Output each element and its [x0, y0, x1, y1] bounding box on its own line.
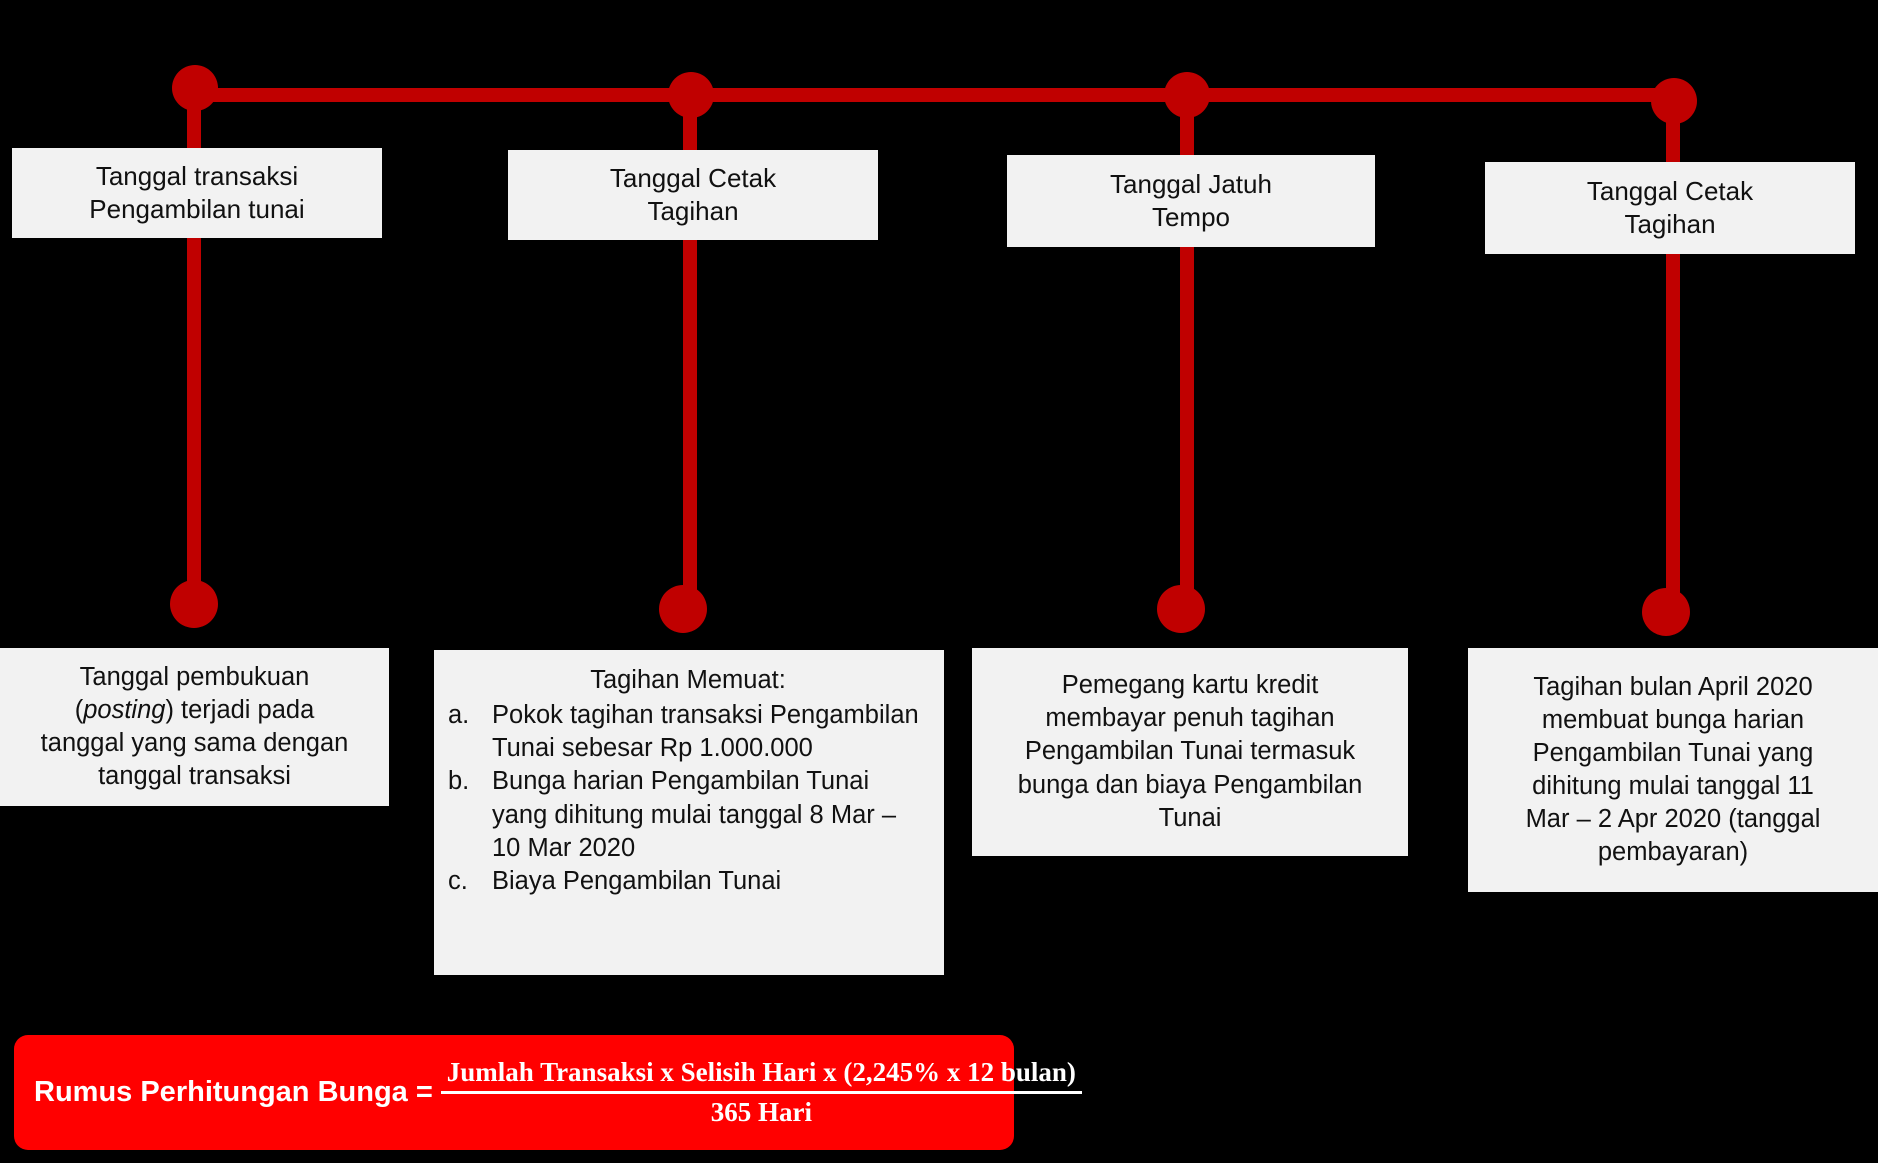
bottom-card-1-line-2: (posting) terjadi pada: [74, 695, 315, 724]
list-marker-a: a.: [448, 701, 470, 730]
bottom-card-2-title: Tagihan Memuat:: [590, 666, 786, 694]
bottom-card-1-line-4: tanggal transaksi: [98, 762, 291, 791]
bottom-card-4-line-4: dihitung mulai tanggal 11: [1532, 772, 1814, 800]
bottom-card-4-line-1: Tagihan bulan April 2020: [1533, 672, 1813, 701]
timeline-node-1[interactable]: [172, 65, 218, 111]
stem-node-4-down: [1666, 162, 1680, 612]
formula-fraction: Jumlah Transaksi x Selisih Hari x (2,245…: [440, 1057, 1082, 1128]
stem-node-2-down: [683, 205, 697, 610]
list-marker-b: b.: [448, 767, 470, 796]
bottom-card-2[interactable]: Tagihan Memuat: a. Pokok tagihan transak…: [434, 650, 944, 975]
stem-node-1-down: [187, 205, 201, 605]
timeline-node-3-bottom[interactable]: [1157, 585, 1205, 633]
timeline-node-2-bottom[interactable]: [659, 585, 707, 633]
top-card-2-line-2: Tagihan: [647, 196, 739, 226]
timeline-node-2[interactable]: [668, 72, 714, 118]
timeline-node-4[interactable]: [1651, 78, 1697, 124]
timeline-horizontal-rail: [194, 88, 1674, 102]
list-text-b: Bunga harian Pengambilan Tunai yang dihi…: [492, 767, 897, 862]
posting-italic: posting: [83, 695, 166, 724]
list-item: a. Pokok tagihan transaksi Pengambilan T…: [448, 699, 928, 765]
formula-numerator: Jumlah Transaksi x Selisih Hari x (2,245…: [446, 1057, 1076, 1087]
formula-denominator: 365 Hari: [710, 1097, 812, 1127]
top-card-3-line-2: Tempo: [1151, 202, 1231, 232]
bottom-card-1-line-1: Tanggal pembukuan: [79, 662, 310, 691]
interest-formula-bar: Rumus Perhitungan Bunga = Jumlah Transak…: [14, 1035, 1082, 1150]
top-card-1-line-1: Tanggal transaksi: [95, 160, 299, 191]
bottom-card-3[interactable]: Pemegang kartu kredit membayar penuh tag…: [972, 648, 1408, 856]
top-card-1[interactable]: Tanggal transaksi Pengambilan tunai: [12, 148, 382, 238]
bottom-card-4[interactable]: Tagihan bulan April 2020 membuat bunga h…: [1468, 648, 1878, 892]
bottom-card-3-line-5: Tunai: [1158, 803, 1222, 832]
timeline-node-3[interactable]: [1164, 72, 1210, 118]
list-text-a: Pokok tagihan transaksi Pengambilan Tuna…: [492, 701, 919, 763]
list-item: b. Bunga harian Pengambilan Tunai yang d…: [448, 765, 928, 864]
bottom-card-1-line-3: tanggal yang sama dengan: [40, 729, 349, 757]
stem-node-3-down: [1180, 155, 1194, 610]
bottom-card-4-line-6: pembayaran): [1597, 838, 1749, 867]
top-card-1-line-2: Pengambilan tunai: [89, 194, 305, 224]
top-card-4-line-1: Tanggal Cetak: [1586, 175, 1754, 206]
list-item: c. Biaya Pengambilan Tunai: [448, 865, 928, 898]
top-card-2-line-1: Tanggal Cetak: [609, 162, 777, 193]
formula-label: Rumus Perhitungan Bunga =: [34, 1076, 433, 1108]
timeline-node-4-bottom[interactable]: [1642, 588, 1690, 636]
bottom-card-3-line-3: Pengambilan Tunai termasuk: [1024, 737, 1356, 766]
bottom-card-3-line-2: membayar penuh tagihan: [1045, 704, 1335, 733]
bottom-card-4-line-5: Mar – 2 Apr 2020 (tanggal: [1525, 805, 1821, 834]
bottom-card-4-line-2: membuat bunga harian: [1541, 705, 1805, 734]
top-card-3-line-1: Tanggal Jatuh: [1110, 168, 1272, 199]
top-card-4-line-2: Tagihan: [1624, 209, 1716, 239]
bottom-card-3-line-1: Pemegang kartu kredit: [1061, 671, 1319, 700]
top-card-4[interactable]: Tanggal Cetak Tagihan: [1485, 162, 1855, 254]
list-text-c: Biaya Pengambilan Tunai: [492, 866, 782, 895]
bottom-card-3-line-4: bunga dan biaya Pengambilan: [1017, 770, 1363, 799]
formula-fraction-bar: [440, 1091, 1082, 1094]
timeline-node-1-bottom[interactable]: [170, 580, 218, 628]
top-card-2[interactable]: Tanggal Cetak Tagihan: [508, 150, 878, 240]
bottom-card-4-line-3: Pengambilan Tunai yang: [1532, 738, 1814, 767]
bottom-card-1[interactable]: Tanggal pembukuan (posting) terjadi pada…: [0, 648, 389, 806]
top-card-3[interactable]: Tanggal Jatuh Tempo: [1007, 155, 1375, 247]
list-marker-c: c.: [448, 866, 468, 895]
